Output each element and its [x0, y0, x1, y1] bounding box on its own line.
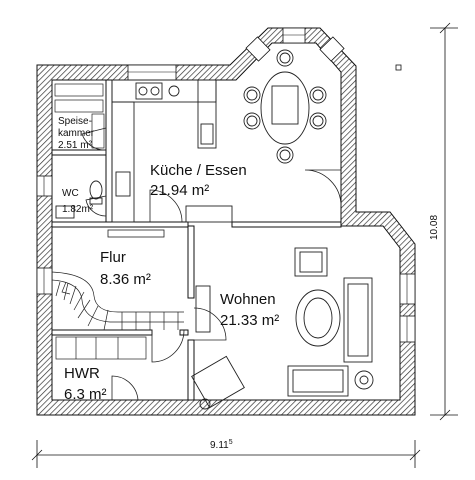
door-kitchen [149, 189, 183, 223]
toilet [89, 180, 103, 200]
room-area-flur: 8.36 m² [100, 271, 151, 288]
wc-fixtures [55, 180, 103, 219]
pantry-shelves [54, 83, 105, 149]
room-name-flur: Flur [100, 249, 126, 266]
room-name-speise-2: kammer [58, 128, 95, 139]
dining-set [243, 49, 327, 164]
door-wc [85, 195, 107, 217]
plant [354, 370, 374, 390]
room-name-kueche: Küche / Essen [150, 162, 247, 179]
window-flur [36, 267, 53, 295]
kitchen-furniture [111, 79, 233, 223]
window-bay-right [319, 36, 345, 62]
window-bay-top [282, 27, 306, 44]
desk-corner [191, 355, 245, 409]
window-wohnen-2 [399, 315, 416, 343]
coffee-table [295, 289, 341, 347]
room-area-wohnen: 21.33 m² [220, 312, 279, 329]
room-area-hwr: 6.3 m² [64, 386, 107, 403]
door-balcony [304, 169, 342, 207]
sofa-right [343, 277, 373, 363]
room-area-kueche: 21.94 m² [150, 182, 209, 199]
window-wc [36, 175, 53, 197]
door-speise [81, 127, 107, 151]
room-name-hwr: HWR [64, 365, 100, 382]
dimension-width: 9.115 [210, 439, 233, 451]
kitchen-counter-left [111, 101, 135, 223]
kitchen-counter-right [197, 79, 217, 149]
interior-walls [51, 79, 342, 401]
north-marker [395, 64, 402, 71]
armchair-top [294, 247, 328, 277]
door-wohnen [193, 307, 227, 341]
dimension-lines [31, 22, 458, 468]
washbasin [55, 205, 75, 219]
dining-table [260, 71, 310, 145]
living-furniture [191, 247, 374, 410]
utility-fixtures [55, 336, 147, 360]
sofa-bottom [287, 365, 349, 397]
window-bay-left [245, 36, 271, 62]
kitchen-counter-top [111, 79, 217, 103]
staircase [51, 271, 184, 331]
door-entrance [111, 375, 139, 401]
door-hwr [151, 329, 185, 363]
room-area-wc: 1.82m² [62, 204, 94, 215]
dimension-height: 10.08 [429, 215, 440, 240]
doors [81, 127, 342, 401]
desk-chair [199, 398, 211, 410]
room-area-speise: 2.51 m² [58, 140, 93, 151]
window-wohnen-1 [399, 273, 416, 305]
room-name-wohnen: Wohnen [220, 291, 276, 308]
tv-cabinet [195, 285, 211, 333]
window-kitchen [127, 64, 177, 81]
room-name-wc: WC [62, 188, 79, 199]
kitchen-sink [135, 82, 163, 100]
door-flur-frame [107, 229, 165, 238]
sideboard [185, 205, 233, 223]
room-name-speise-1: Speise- [58, 116, 92, 127]
